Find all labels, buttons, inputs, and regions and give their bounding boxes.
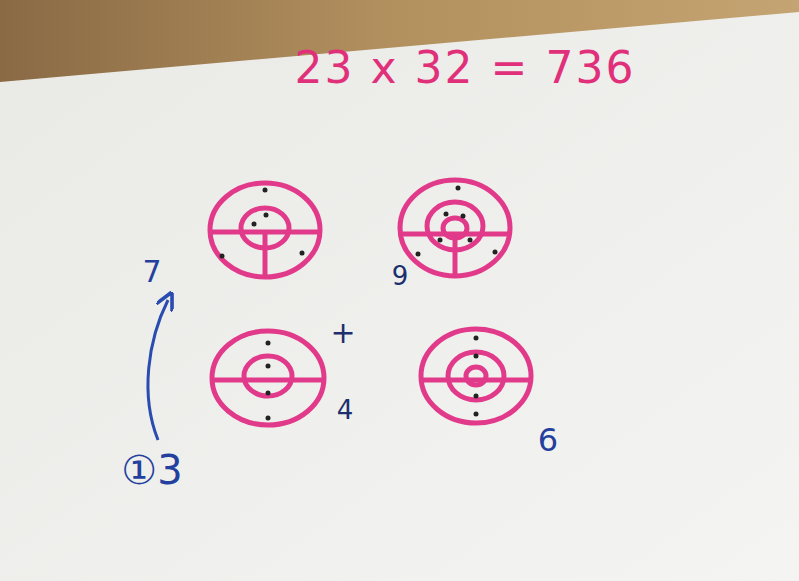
digit-label: 6 [538,424,558,456]
digit-label: + [330,318,355,348]
digit-label: 7 [142,257,161,287]
target [400,180,510,276]
digit-label: 4 [337,397,354,423]
target [210,183,320,277]
dots [220,186,498,421]
target [421,329,531,423]
target-drawings [210,180,531,425]
target [212,331,324,425]
equation-title: 23 x 32 = 736 [295,46,636,90]
digit-label: ①3 [121,450,182,490]
digit-label: 9 [392,263,409,289]
carry-arrow [148,300,168,440]
